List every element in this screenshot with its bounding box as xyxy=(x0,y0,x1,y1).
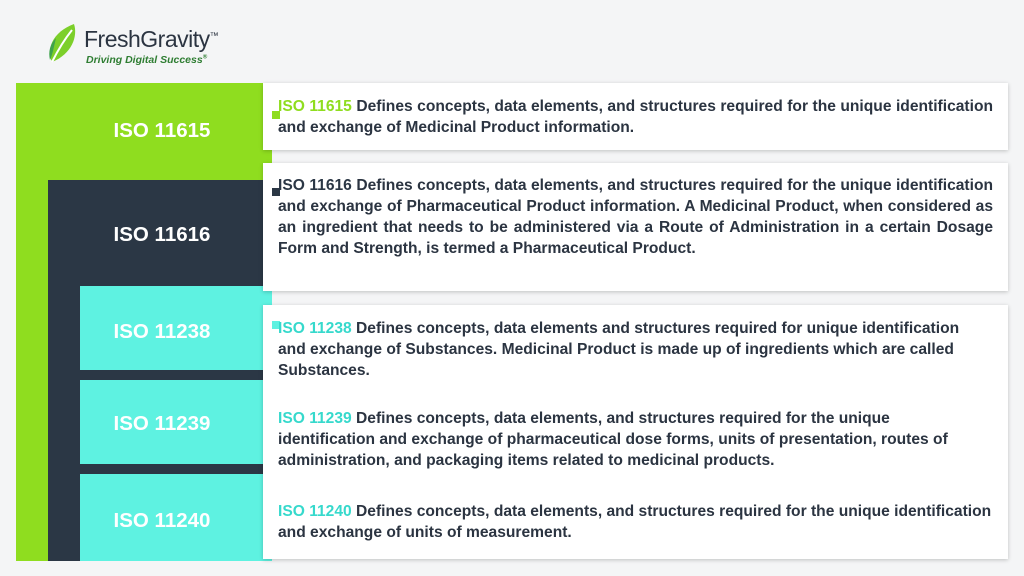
iso-11238-description: ISO 11238 Defines concepts, data element… xyxy=(278,318,978,381)
iso-11240-description: ISO 11240 Defines concepts, data element… xyxy=(278,501,993,543)
iso-11238-code: ISO 11238 xyxy=(278,320,352,337)
iso-11238-block-label: ISO 11238 xyxy=(113,320,211,343)
iso-11616-connector xyxy=(272,188,280,196)
iso-11615-block-label: ISO 11615 xyxy=(113,119,211,142)
iso-11239-text: Defines concepts, data elements, and str… xyxy=(278,410,948,469)
iso-11239-block-label: ISO 11239 xyxy=(113,412,211,435)
iso-11616-card xyxy=(263,163,1008,291)
iso-11240-block-label: ISO 11240 xyxy=(113,509,211,532)
iso-11240-block xyxy=(80,474,272,561)
iso-11616-code: ISO 11616 xyxy=(278,177,352,194)
iso-11238-connector xyxy=(272,321,280,329)
iso-11615-description: ISO 11615 Defines concepts, data element… xyxy=(278,96,993,138)
brand-tagline: Driving Digital Success® xyxy=(86,54,208,66)
iso-11615-text: Defines concepts, data elements, and str… xyxy=(278,98,994,136)
iso-11616-text: Defines concepts, data elements, and str… xyxy=(278,177,994,257)
iso-11615-card xyxy=(263,83,1008,150)
substance-standards-card xyxy=(263,305,1008,559)
iso-11615-connector xyxy=(272,111,280,119)
iso-11240-code: ISO 11240 xyxy=(278,503,352,520)
iso-11616-block-label: ISO 11616 xyxy=(113,223,211,246)
leaf-icon xyxy=(49,24,76,63)
brand-name: FreshGravity™ xyxy=(84,26,219,52)
iso-11240-text: Defines concepts, data elements, and str… xyxy=(278,503,992,541)
brand-logo: FreshGravity™ Driving Digital Success® xyxy=(44,22,234,72)
iso-11238-block xyxy=(80,286,272,370)
iso-11239-code: ISO 11239 xyxy=(278,410,352,427)
iso-11615-code: ISO 11615 xyxy=(278,98,352,115)
iso-11239-block xyxy=(80,380,272,464)
iso-11239-description: ISO 11239 Defines concepts, data element… xyxy=(278,408,978,471)
iso-11238-text: Defines concepts, data elements and stru… xyxy=(278,320,960,379)
iso-11616-description: ISO 11616 Defines concepts, data element… xyxy=(278,175,993,259)
